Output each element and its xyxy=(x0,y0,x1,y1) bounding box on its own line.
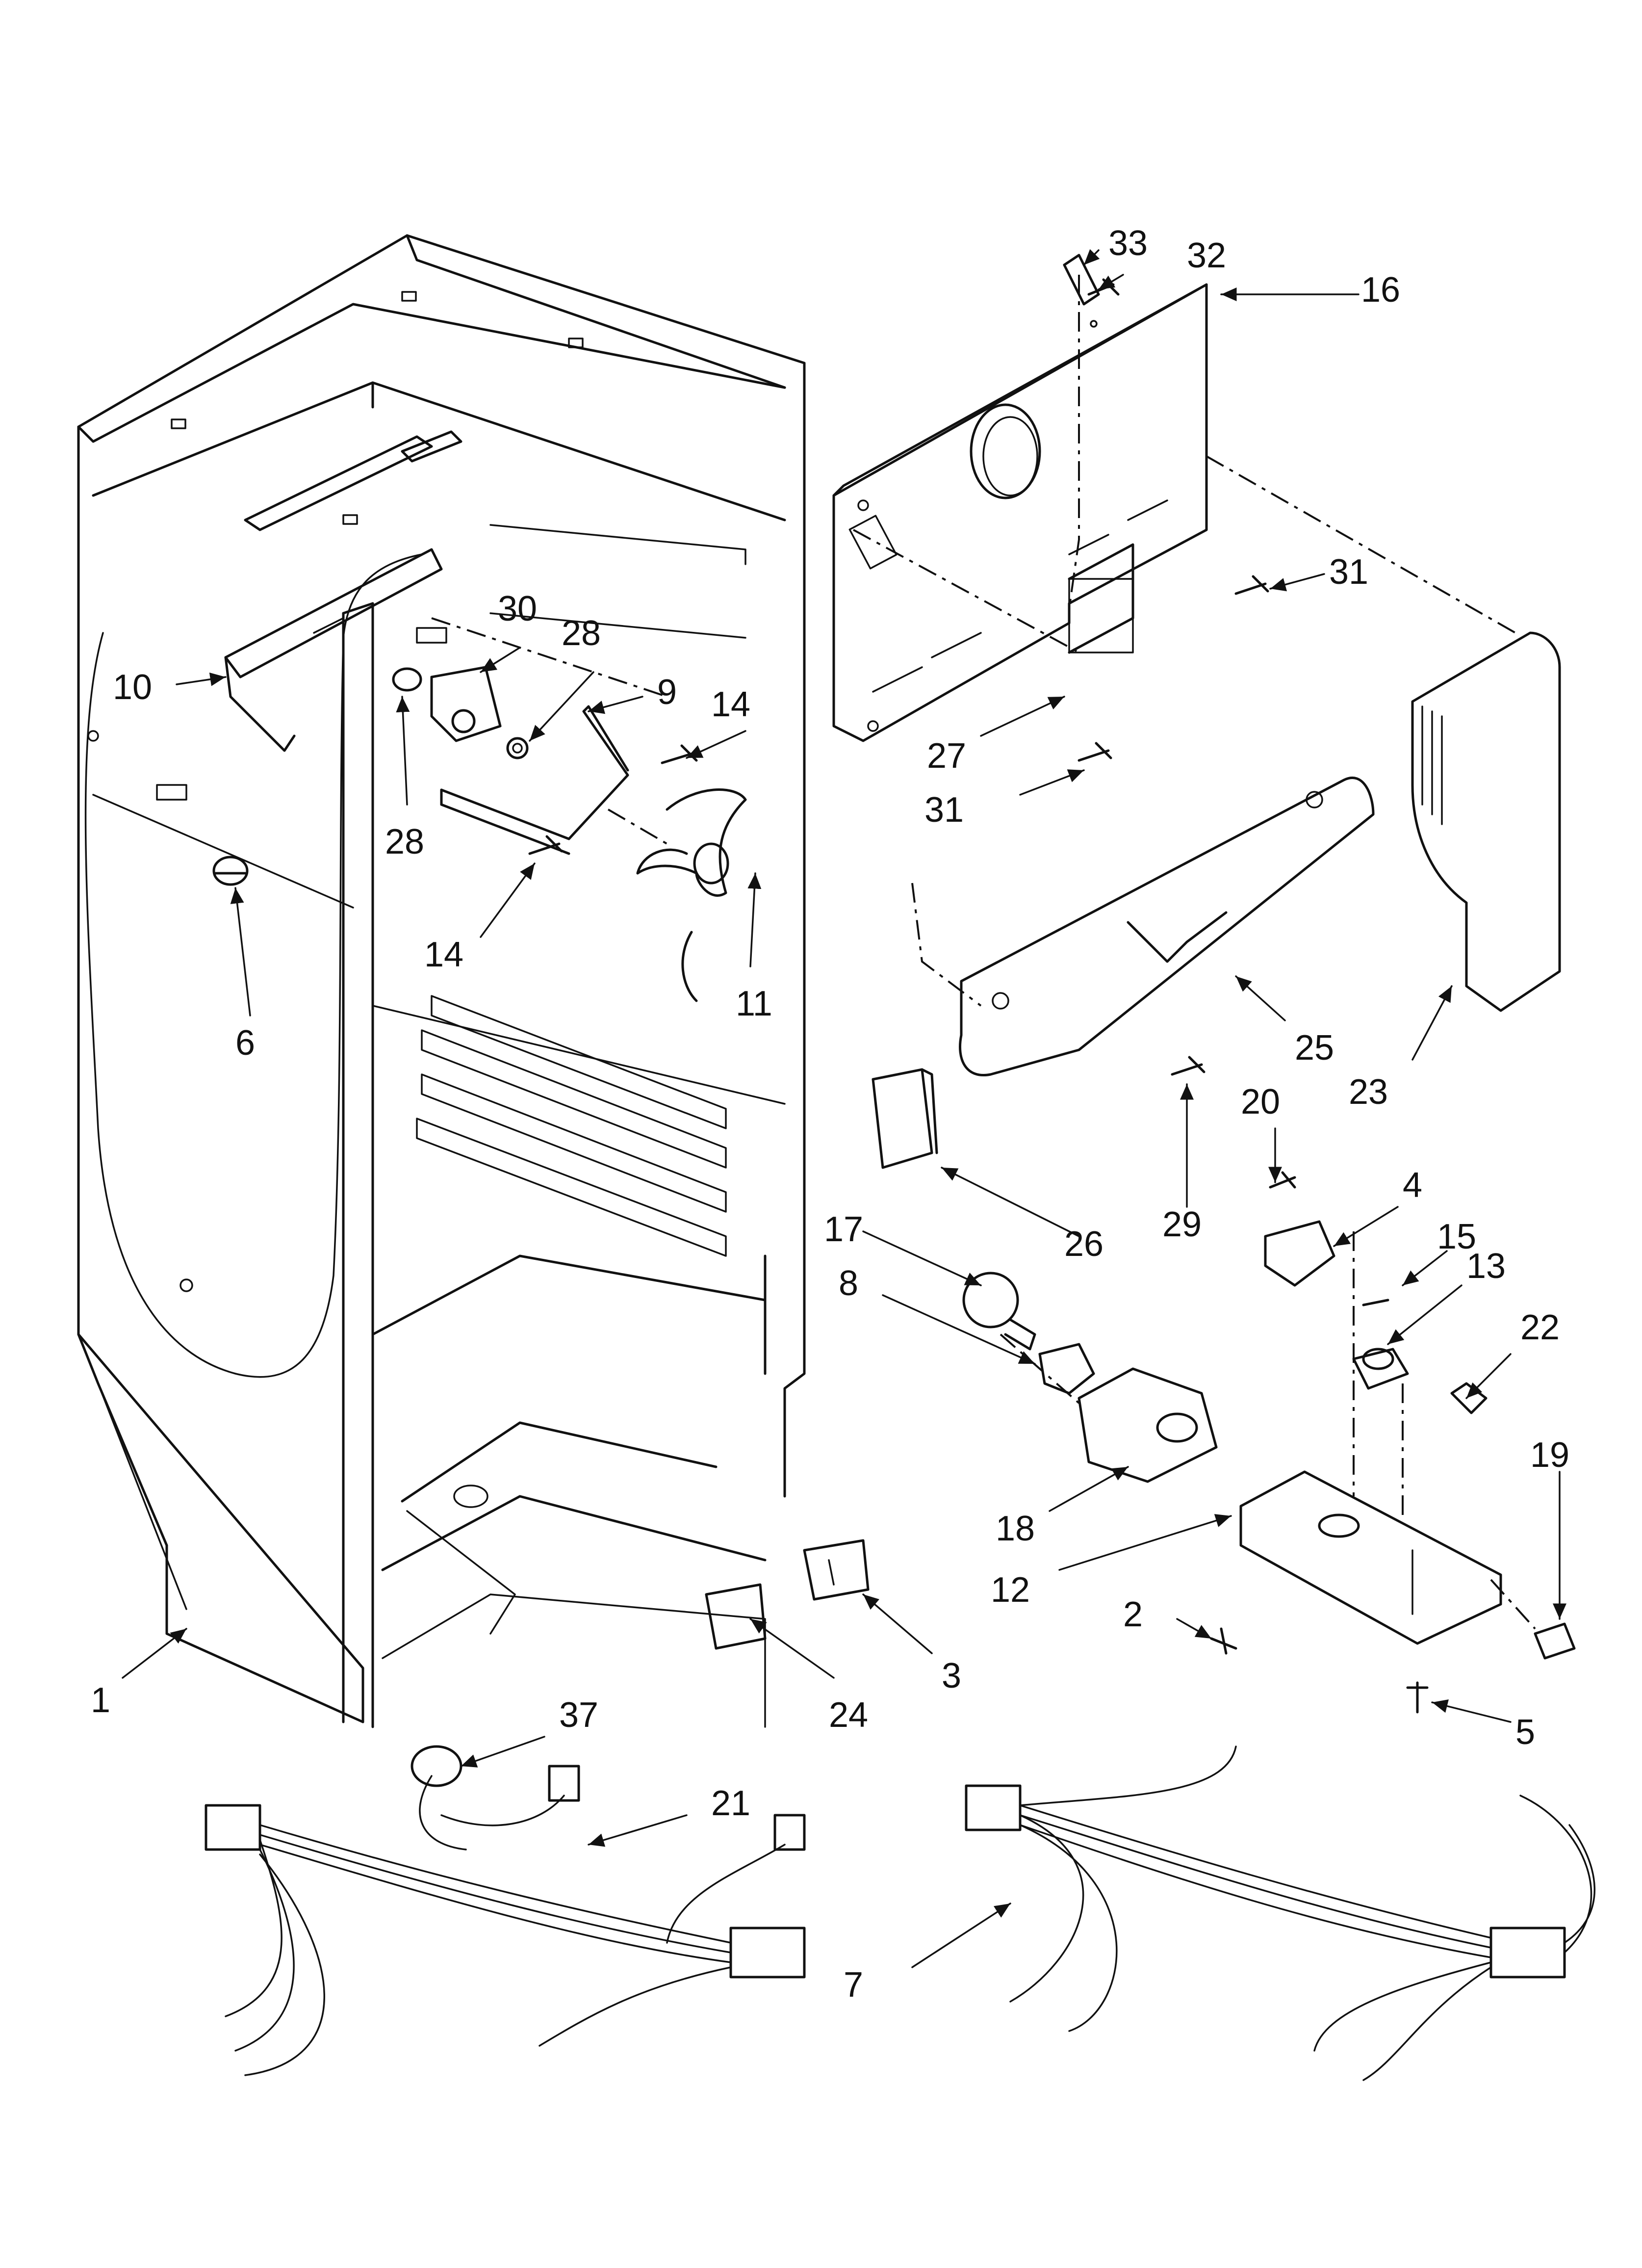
callout-29: 29 xyxy=(1162,1205,1202,1244)
callout-2: 2 xyxy=(1123,1595,1143,1634)
callout-15: 15 xyxy=(1437,1217,1476,1256)
callout-20: 20 xyxy=(1241,1082,1280,1121)
screw-part-5 xyxy=(1406,1681,1429,1714)
callout-10: 10 xyxy=(113,668,152,707)
callout-17: 17 xyxy=(824,1210,863,1249)
screw-part-2 xyxy=(1210,1627,1237,1655)
leader-arrows xyxy=(122,249,1566,1968)
callout-8: 8 xyxy=(839,1264,858,1303)
callout-25: 25 xyxy=(1295,1028,1334,1068)
callout-28-right: 28 xyxy=(562,614,601,653)
callout-7: 7 xyxy=(844,1965,863,2005)
cabinet-liner xyxy=(77,234,806,1728)
callout-24: 24 xyxy=(829,1695,868,1735)
part-37 xyxy=(410,1745,462,1787)
callout-18: 18 xyxy=(996,1509,1035,1548)
control-part-4 xyxy=(1264,1220,1335,1287)
tube-part-15 xyxy=(1362,1299,1389,1306)
lamp-socket-part-8 xyxy=(1038,1343,1095,1395)
screw-part-31 xyxy=(1078,575,1269,762)
callout-5: 5 xyxy=(1515,1713,1535,1752)
part-26 xyxy=(872,1068,938,1169)
callout-16: 16 xyxy=(1361,270,1400,310)
screw-part-20 xyxy=(1269,1171,1296,1189)
callout-14-lower: 14 xyxy=(424,935,463,974)
callout-27: 27 xyxy=(927,736,966,776)
callout-labels: 1 2 3 4 5 6 7 8 9 10 11 12 13 14 14 15 1… xyxy=(91,224,1569,2005)
callout-12: 12 xyxy=(991,1570,1030,1610)
part-3 xyxy=(803,1539,870,1601)
clip-part-33 xyxy=(1063,254,1100,306)
switch-part-13 xyxy=(1352,1348,1409,1390)
callout-19: 19 xyxy=(1530,1435,1569,1475)
duct-housing-part-23 xyxy=(1411,631,1561,1012)
screw-part-29 xyxy=(1171,1056,1206,1076)
callout-9: 9 xyxy=(657,673,677,712)
callout-22: 22 xyxy=(1520,1308,1560,1347)
callout-6: 6 xyxy=(235,1023,255,1063)
callout-1: 1 xyxy=(91,1681,110,1720)
callout-32: 32 xyxy=(1187,236,1226,275)
callout-21: 21 xyxy=(711,1784,750,1823)
duct-plate-part-16 xyxy=(832,283,1208,742)
clip-part-19 xyxy=(1534,1622,1576,1660)
callout-26: 26 xyxy=(1064,1225,1103,1264)
callout-11: 11 xyxy=(736,984,772,1023)
callout-37: 37 xyxy=(559,1695,598,1735)
exploded-guide-lines xyxy=(431,275,1536,1630)
lamp-bulb-part-17 xyxy=(962,1272,1036,1351)
callout-13: 13 xyxy=(1466,1247,1506,1286)
wire-harness-part-7 xyxy=(965,1746,1595,2081)
lamp-shield-part-18 xyxy=(1078,1367,1218,1483)
callout-23: 23 xyxy=(1349,1072,1388,1112)
tray-part-25 xyxy=(959,776,1375,1076)
callout-31-upper: 31 xyxy=(1329,552,1368,592)
callout-33: 33 xyxy=(1108,224,1148,263)
callout-14-upper: 14 xyxy=(711,685,750,724)
plug-part-6 xyxy=(212,856,249,886)
callout-28-left: 28 xyxy=(385,822,424,861)
bracket-part-10 xyxy=(224,548,443,752)
callout-31-lower: 31 xyxy=(924,790,964,830)
housing-part-12 xyxy=(1239,1470,1502,1645)
callout-4: 4 xyxy=(1403,1166,1422,1205)
callout-30: 30 xyxy=(498,589,537,628)
part-22 xyxy=(1450,1382,1488,1414)
callout-3: 3 xyxy=(942,1656,961,1695)
part-24 xyxy=(705,1583,767,1650)
wire-harness-part-21 xyxy=(205,1765,806,2076)
